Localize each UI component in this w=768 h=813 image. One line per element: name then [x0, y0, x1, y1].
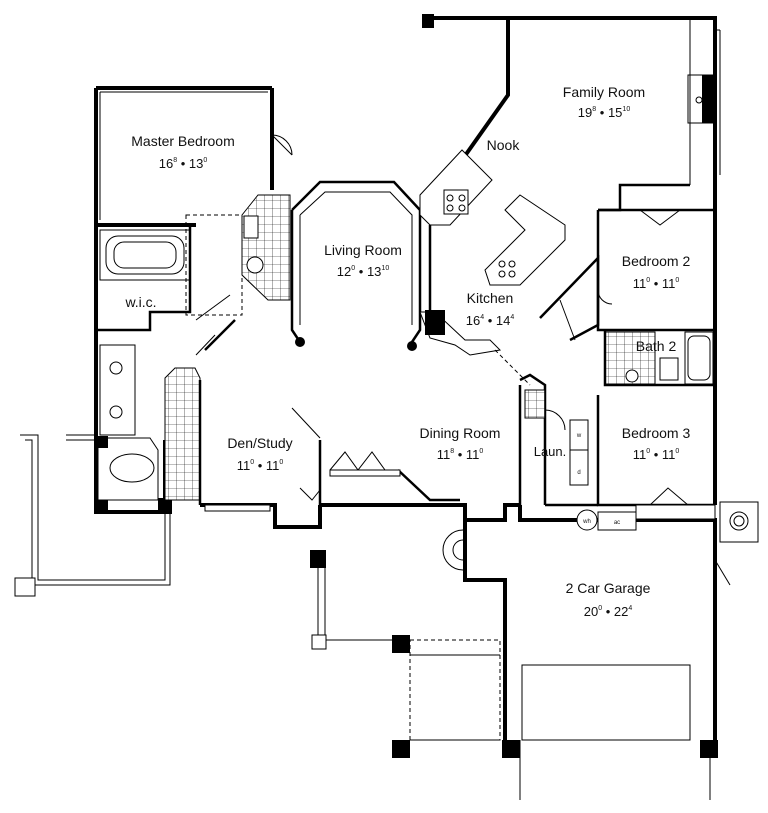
entry-porch	[310, 550, 718, 758]
room-name: Nook	[487, 137, 521, 153]
laundry	[518, 373, 598, 507]
room-name: Bedroom 3	[622, 425, 691, 441]
room-name: Laun.	[534, 444, 567, 459]
room-dimensions: 164 • 144	[466, 313, 515, 328]
washer-label: w	[576, 433, 582, 439]
left-patio	[14, 434, 171, 597]
room-name: Dining Room	[420, 425, 501, 441]
room-dimensions: 110 • 110	[633, 276, 680, 291]
room-name: Den/Study	[227, 435, 292, 451]
label-den-study: Den/Study 110 • 110	[227, 435, 292, 473]
master-bedroom-details	[95, 88, 293, 220]
room-labels: Family Room 198 • 1510 Master Bedroom 16…	[124, 84, 690, 619]
room-name: 2 Car Garage	[566, 580, 651, 596]
room-name: Bath 2	[636, 338, 677, 354]
label-garage: 2 Car Garage 200 • 224	[566, 580, 651, 619]
room-dimensions: 110 • 110	[237, 458, 284, 473]
room-name: Kitchen	[467, 290, 514, 306]
label-laundry: Laun.	[534, 444, 567, 459]
room-dimensions: 200 • 224	[584, 604, 633, 619]
room-name: Bedroom 2	[622, 253, 691, 269]
label-dining-room: Dining Room 118 • 110	[420, 425, 501, 462]
kitchen-details	[419, 149, 600, 386]
room-dimensions: 198 • 1510	[578, 105, 631, 120]
water-heater-label: wh	[582, 519, 591, 525]
label-bath-2: Bath 2	[636, 338, 677, 354]
room-dimensions: 118 • 110	[437, 447, 484, 462]
room-name: Living Room	[324, 242, 402, 258]
label-master-bedroom: Master Bedroom 168 • 130	[131, 133, 234, 171]
room-dimensions: 168 • 130	[159, 156, 208, 171]
room-dimensions: 110 • 110	[633, 447, 680, 462]
label-family-room: Family Room 198 • 1510	[563, 84, 645, 120]
label-kitchen: Kitchen 164 • 144	[466, 290, 515, 328]
garage-details	[442, 501, 759, 800]
ac-label: ac	[614, 520, 620, 526]
label-wic: w.i.c.	[124, 294, 156, 310]
label-nook: Nook	[487, 137, 521, 153]
master-bath	[96, 194, 291, 514]
family-room-details	[422, 14, 721, 212]
label-bedroom-3: Bedroom 3 110 • 110	[622, 425, 691, 462]
room-name: Master Bedroom	[131, 133, 234, 149]
den-study-walls	[198, 319, 322, 512]
room-name: w.i.c.	[124, 294, 156, 310]
room-name: Family Room	[563, 84, 645, 100]
dining-details	[329, 451, 460, 502]
bedroom-2-walls	[596, 208, 715, 332]
label-living-room: Living Room 120 • 1310	[324, 242, 402, 279]
living-room-walls	[290, 180, 422, 351]
dryer-label: d	[577, 470, 580, 476]
bath-2	[603, 330, 715, 387]
room-dimensions: 120 • 1310	[337, 264, 390, 279]
label-bedroom-2: Bedroom 2 110 • 110	[622, 253, 691, 291]
